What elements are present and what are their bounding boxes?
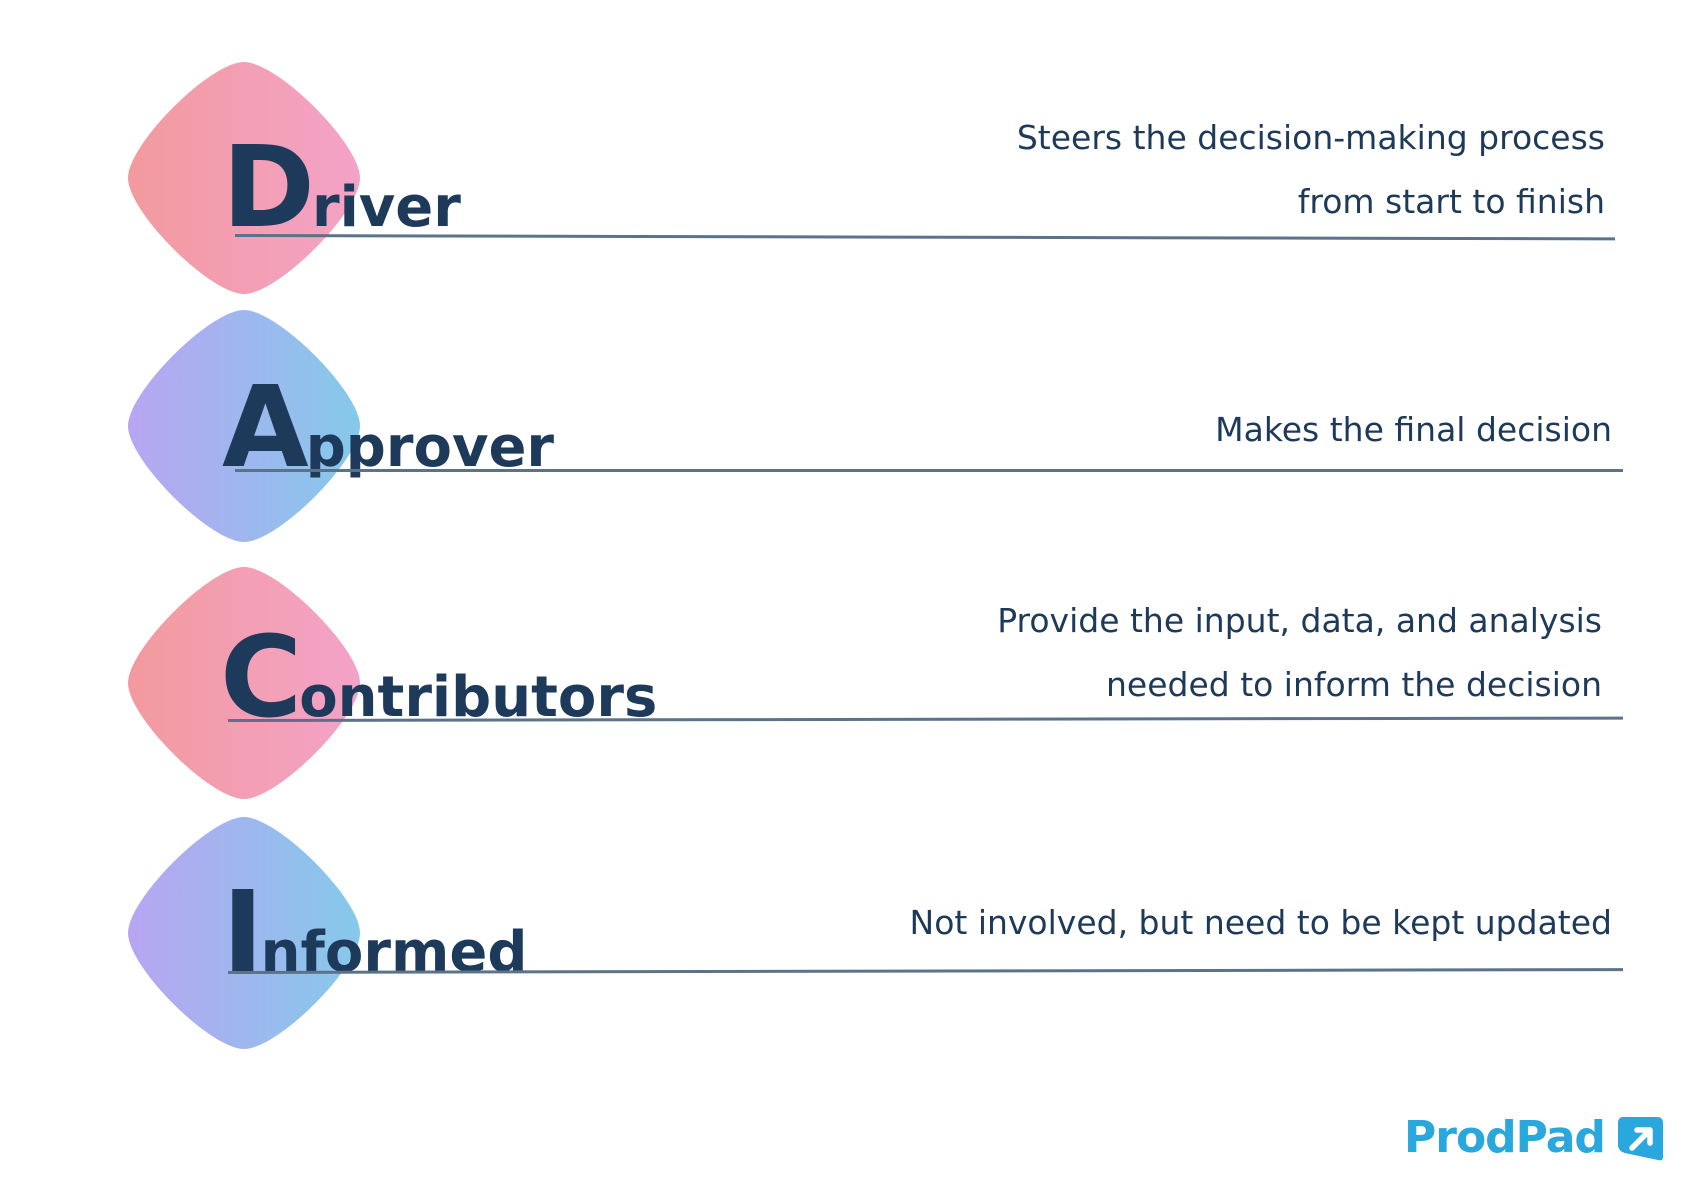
role-row-approver: Approver Makes the final decision <box>0 310 1700 550</box>
description-line: Provide the input, data, and analysis <box>997 601 1602 640</box>
role-initial: C <box>220 613 302 743</box>
description-line: Steers the decision-making process <box>1016 118 1605 157</box>
description-line: from start to finish <box>1297 182 1605 221</box>
description-line: needed to inform the decision <box>1105 665 1602 704</box>
role-initial: A <box>222 363 309 493</box>
role-name-rest: pprover <box>305 415 555 480</box>
diamond-blob-contributors <box>128 567 360 799</box>
description-line: Not involved, but need to be kept update… <box>909 903 1612 942</box>
role-description-informed: Not involved, but need to be kept update… <box>910 891 1612 955</box>
arrow-up-right-icon <box>1617 1116 1663 1160</box>
diamond-blob-approver <box>128 310 360 542</box>
role-description-driver: Steers the decision-making process from … <box>1017 106 1605 234</box>
role-row-contributors: Contributors Provide the input, data, an… <box>0 567 1700 807</box>
diamond-blob-informed <box>128 817 360 1049</box>
role-title-driver: Driver <box>222 132 461 244</box>
role-row-informed: Informed Not involved, but need to be ke… <box>0 817 1700 1057</box>
logo-text: ProdPad <box>1404 1112 1606 1163</box>
role-name-rest: nformed <box>260 920 528 985</box>
role-name-rest: ontributors <box>299 665 658 730</box>
role-row-driver: Driver Steers the decision-making proces… <box>0 62 1700 302</box>
role-initial: D <box>222 123 315 253</box>
role-initial: I <box>222 868 264 998</box>
role-underline <box>235 469 1623 472</box>
role-name-rest: river <box>311 175 461 240</box>
role-title-contributors: Contributors <box>220 622 657 734</box>
role-description-approver: Makes the final decision <box>1215 398 1612 462</box>
description-line: Makes the final decision <box>1215 410 1612 449</box>
role-title-approver: Approver <box>222 372 554 484</box>
prodpad-logo: ProdPad <box>1404 1112 1665 1163</box>
role-description-contributors: Provide the input, data, and analysis ne… <box>997 589 1602 717</box>
